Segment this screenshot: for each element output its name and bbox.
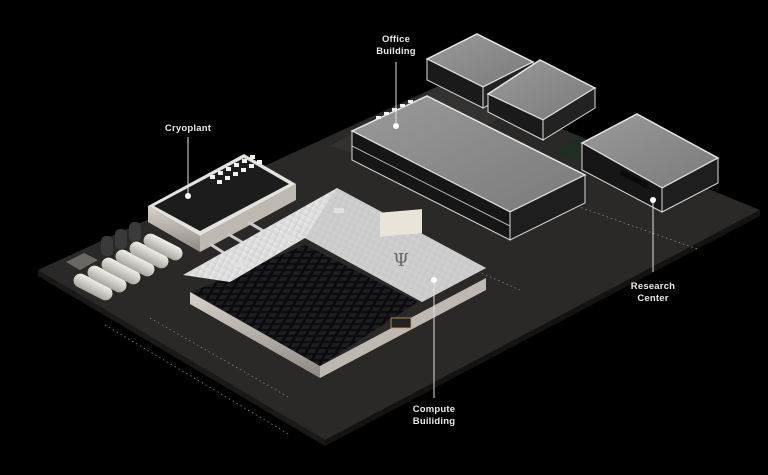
label-compute-building: Compute Builiding: [412, 404, 456, 427]
vertical-tanks: [101, 222, 141, 256]
compute-building: Ψ: [183, 188, 486, 378]
label-office-building: Office Building: [376, 34, 416, 57]
annex-b-building: [486, 59, 597, 141]
office-building: [350, 95, 587, 307]
leader-lines: [187, 62, 654, 398]
label-research-center: Research Center: [630, 281, 676, 304]
horizontal-tanks: [73, 233, 183, 301]
roof-logo-panel: [380, 209, 422, 237]
label-cryoplant: Cryoplant: [164, 123, 212, 134]
roof-fans: [210, 155, 262, 184]
tank-pump-box: [66, 253, 98, 270]
roof-logo: Ψ: [393, 250, 409, 271]
research-center-building: [580, 113, 720, 213]
cryoplant-building: [148, 154, 296, 260]
pin-dots: [185, 123, 656, 283]
roof-vents: [376, 100, 413, 119]
